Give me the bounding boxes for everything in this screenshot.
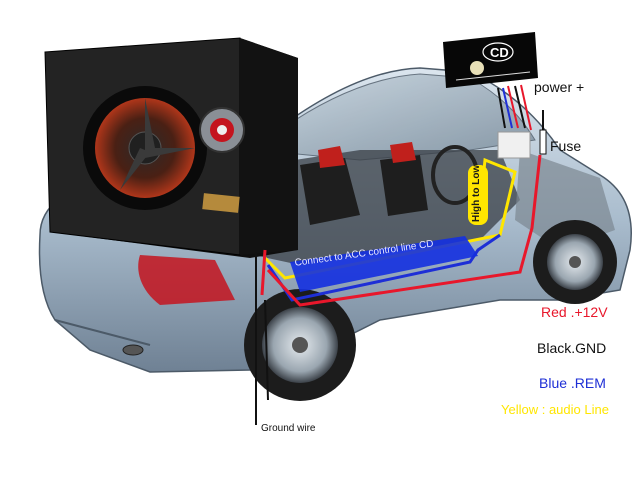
red-wire-label: Red .+12V: [541, 304, 608, 320]
high-low-label: High to Low: [471, 165, 482, 222]
ground-wire-label: Ground wire: [261, 423, 315, 434]
fuse-icon: [540, 110, 546, 154]
subwoofer-box: [45, 38, 298, 258]
black-wire-label: Black.GND: [537, 340, 606, 356]
power-label: power +: [534, 79, 584, 95]
front-wheel: [533, 220, 617, 304]
blue-wire-label: Blue .REM: [539, 375, 606, 391]
fuse-label: Fuse: [550, 138, 581, 154]
connector-block: [498, 132, 530, 158]
cd-label: CD: [490, 45, 509, 60]
yellow-wire-label: Yellow : audio Line: [501, 402, 609, 417]
cd-head-unit: [443, 32, 538, 88]
